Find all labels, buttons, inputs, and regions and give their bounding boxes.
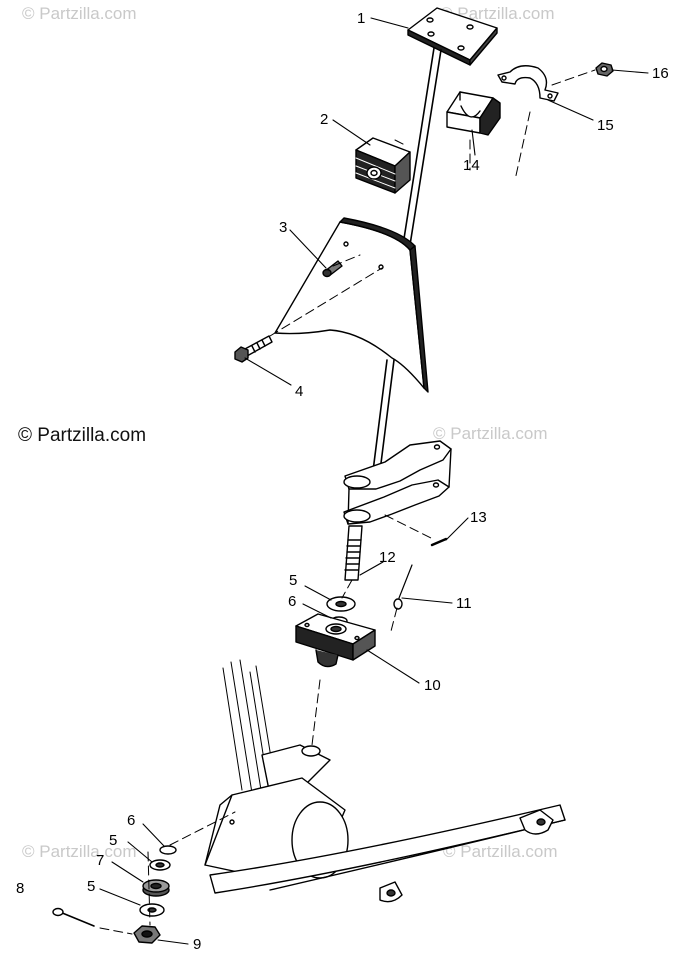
- callout-5-mid: 5: [109, 832, 117, 849]
- callout-2: 2: [320, 111, 328, 128]
- watermark-bottom-right: © Partzilla.com: [443, 842, 558, 861]
- callout-11: 11: [456, 595, 472, 612]
- splined-shaft: [344, 525, 363, 581]
- part-5-washer-upper: [326, 596, 356, 612]
- part-1-handlebar-plate: [407, 7, 498, 66]
- watermark-mid-right: © Partzilla.com: [433, 424, 548, 443]
- part-16-nut: [595, 62, 614, 77]
- callout-6-upper: 6: [288, 593, 296, 610]
- part-5-washer-lower: [139, 903, 165, 917]
- callout-3: 3: [279, 219, 287, 236]
- callout-6-lower: 6: [127, 812, 135, 829]
- watermark-bottom-left: © Partzilla.com: [22, 842, 137, 861]
- leader-lines: [99, 17, 649, 945]
- callout-14: 14: [463, 157, 480, 174]
- part-4-bolt: [234, 335, 273, 363]
- part-15-u-clamp: [497, 65, 559, 102]
- part-6-oring-lower: [159, 845, 177, 855]
- assembly-dash-lines: [99, 69, 596, 935]
- callout-16: 16: [652, 65, 669, 82]
- watermark-top-left: © Partzilla.com: [22, 4, 137, 23]
- callout-10: 10: [424, 677, 441, 694]
- callout-12: 12: [379, 549, 396, 566]
- callout-7: 7: [96, 852, 104, 869]
- part-10-steering-block: [295, 613, 376, 668]
- column-shroud: [274, 217, 429, 393]
- part-9-castle-nut: [133, 925, 161, 944]
- part-2-clamp-block: [355, 137, 411, 194]
- part-5-washer-mid: [149, 859, 171, 871]
- part-7-bearing: [142, 879, 170, 897]
- callout-5-lower: 5: [87, 878, 95, 895]
- callout-9: 9: [193, 936, 201, 953]
- callout-4: 4: [295, 383, 303, 400]
- watermark-main: © Partzilla.com: [18, 425, 147, 446]
- callout-8: 8: [16, 880, 24, 897]
- part-11-pin: [393, 564, 413, 610]
- chassis-frame: [204, 659, 566, 903]
- callout-labels: 1 2 3 4 14 15 16 13 12 11 5 6 10 6 5 7 5…: [16, 10, 669, 953]
- part-8-cotter-pin: [52, 907, 95, 927]
- callout-5-upper: 5: [289, 572, 297, 589]
- part-14-lower-clamp: [446, 91, 501, 136]
- callout-15: 15: [597, 117, 614, 134]
- callout-1: 1: [357, 10, 365, 27]
- callout-13: 13: [470, 509, 487, 526]
- part-13-cotter-pin: [430, 537, 448, 547]
- part-3-bolt: [322, 260, 343, 278]
- column-bracket: [343, 440, 452, 525]
